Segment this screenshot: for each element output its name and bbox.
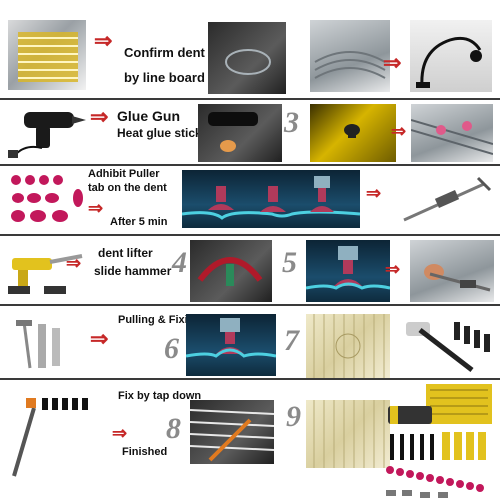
line-board-photo — [8, 20, 86, 90]
tab-adhesion-diagram — [182, 170, 360, 228]
step-3-caption-line3: After 5 min — [110, 216, 168, 228]
step-number: 6 — [164, 332, 179, 365]
hammer-pull-photo — [410, 240, 494, 302]
tab-on-car-photo — [310, 104, 396, 162]
puller-tabs-icon — [4, 170, 86, 230]
step-4-caption-line2: slide hammer — [94, 264, 172, 278]
fixing-diagram — [186, 314, 276, 376]
tool-kit-icon — [380, 380, 498, 500]
right-arrow-icon: ⇒ — [88, 198, 104, 218]
step-row-4: ⇒ dent lifter slide hammer 4 5 ⇒ — [0, 236, 500, 304]
step-row-5: ⇒ Pulling & Fixing 6 7 — [0, 306, 500, 378]
step-row-1: ⇒ Confirm dent by line board ⇒ — [0, 0, 500, 98]
right-arrow-icon: ⇒ — [90, 326, 109, 351]
dent-lifter-icon — [4, 242, 86, 302]
tap-down-pen-icon — [4, 388, 92, 484]
step-2-caption-line2: Heat glue stick — [117, 126, 202, 140]
line-board-reflection-photo — [306, 314, 390, 378]
step-number: 8 — [166, 412, 181, 445]
glue-gun-icon — [6, 104, 88, 160]
lifting-diagram — [306, 240, 390, 302]
step-3-caption-line1: Adhibit Puller — [88, 168, 160, 180]
step-1-caption-line2: by line board — [124, 70, 205, 85]
slide-hammer-tool-icon — [4, 316, 88, 374]
right-arrow-icon: ⇒ — [66, 253, 82, 273]
step-row-2: ⇒ Glue Gun Heat glue stick 3 ⇒ — [0, 100, 500, 164]
tabs-on-panel-photo — [411, 104, 493, 162]
row-separator — [0, 378, 500, 380]
row-separator — [0, 304, 500, 306]
step-number: 4 — [172, 246, 187, 279]
right-arrow-icon: ⇒ — [383, 50, 402, 75]
step-3-caption-line2: tab on the dent — [88, 182, 167, 194]
step-number: 5 — [282, 246, 297, 279]
right-arrow-icon: ⇒ — [90, 104, 109, 129]
right-arrow-icon: ⇒ — [385, 259, 401, 279]
dent-closeup-photo — [208, 22, 286, 94]
tap-down-photo — [190, 400, 274, 464]
step-number: 7 — [284, 324, 299, 357]
finished-panel-photo — [306, 400, 390, 468]
slide-hammer-icon — [396, 174, 494, 230]
tap-down-hammer-icon — [402, 314, 494, 378]
step-6-caption-line1: Fix by tap down — [118, 390, 202, 402]
light-reflector-photo — [410, 20, 492, 92]
step-4-caption-line1: dent lifter — [98, 246, 153, 260]
dent-lifter-photo — [190, 240, 272, 302]
row-separator — [0, 234, 500, 236]
glue-application-photo — [198, 104, 282, 162]
right-arrow-icon: ⇒ — [112, 423, 128, 443]
row-separator — [0, 164, 500, 166]
step-1-caption-line1: Confirm dent — [124, 45, 205, 60]
step-number: 3 — [284, 106, 299, 139]
step-number: 9 — [286, 400, 301, 433]
step-row-3: Adhibit Puller tab on the dent ⇒ After 5… — [0, 166, 500, 234]
step-5-caption-line1: Pulling & Fixing — [118, 314, 202, 326]
step-2-caption-line1: Glue Gun — [117, 108, 180, 124]
right-arrow-icon: ⇒ — [366, 183, 382, 203]
row-separator — [0, 98, 500, 100]
right-arrow-icon: ⇒ — [391, 121, 407, 141]
step-row-6: Fix by tap down ⇒ 8 Finished 9 — [0, 380, 500, 500]
right-arrow-icon: ⇒ — [94, 28, 113, 53]
step-6-caption-line2: Finished — [122, 446, 168, 458]
panel-lines-photo — [310, 20, 390, 92]
